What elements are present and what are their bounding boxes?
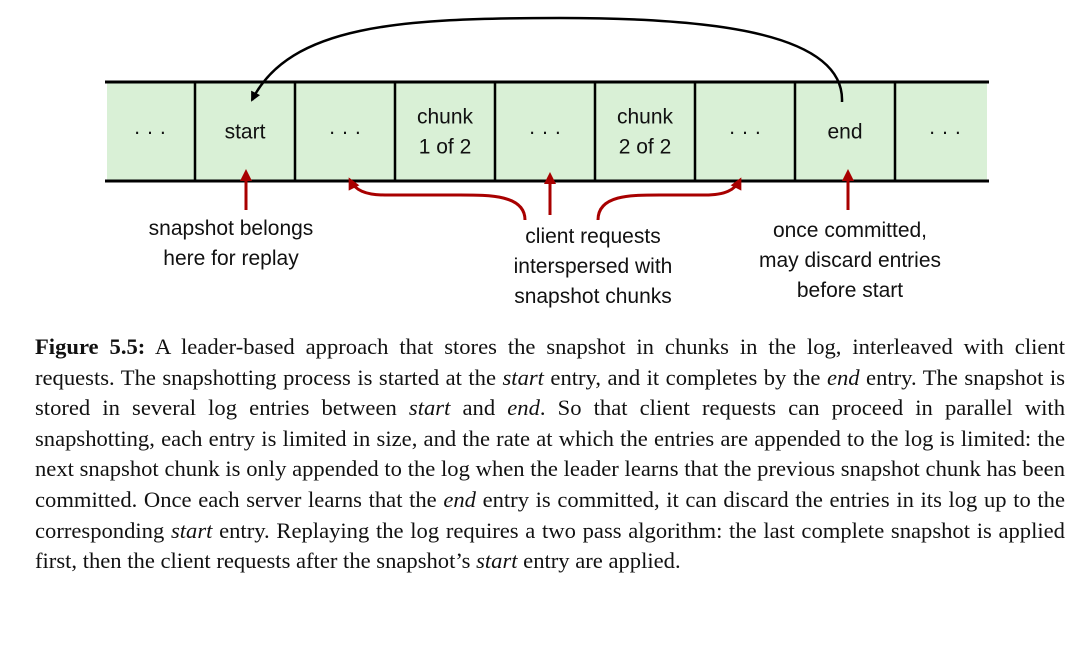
log-entry-label: 1 of 2 bbox=[419, 136, 472, 159]
caption-text: entry is committed, it can discard the e… bbox=[35, 486, 1065, 543]
log-entry: chunk 2 of 2 bbox=[617, 106, 674, 159]
caption-body: A leader-based approach that stores the … bbox=[35, 334, 1065, 573]
replay-arrow bbox=[250, 16, 844, 103]
log-entry-label: · · · bbox=[529, 121, 562, 144]
annotation-right-line: may discard entries bbox=[759, 249, 941, 272]
annotation-middle-line: snapshot chunks bbox=[514, 285, 672, 308]
annotation-right-line: once committed, bbox=[773, 219, 927, 242]
caption-emphasis: end bbox=[507, 395, 540, 421]
caption-text: and bbox=[450, 395, 508, 421]
annotation-middle: client requests interspersed with snapsh… bbox=[514, 225, 673, 308]
caption-emphasis: end bbox=[443, 486, 476, 512]
caption-emphasis: start bbox=[170, 517, 213, 543]
caption-text: A leader-based approach that stores the … bbox=[35, 334, 1065, 390]
log-entry-label: · · · bbox=[329, 121, 362, 144]
annotation-right-line: before start bbox=[797, 279, 903, 302]
log-entry: · · · bbox=[929, 121, 962, 144]
annotation-left-line: snapshot belongs bbox=[149, 217, 314, 240]
log-entry: start bbox=[225, 121, 266, 144]
annotation-middle-line: client requests bbox=[525, 225, 660, 248]
caption-text: entry are applied. bbox=[517, 548, 681, 574]
log-diagram: · · · start · · · chunk 1 of 2 · · · chunk 2 of… bbox=[105, 16, 989, 308]
annotation-left-line: here for replay bbox=[163, 247, 299, 270]
log-entry: · · · bbox=[329, 121, 362, 144]
caption-emphasis: start bbox=[502, 364, 544, 390]
annotation-left: snapshot belongs here for replay bbox=[149, 217, 314, 270]
figure-caption: Figure 5.5: A leader-based approach that… bbox=[35, 332, 1065, 577]
log-entry-label: chunk bbox=[417, 106, 474, 129]
caption-emphasis: start bbox=[476, 548, 518, 574]
caption-label: Figure 5.5: bbox=[35, 334, 146, 359]
log-entry-label: · · · bbox=[134, 121, 167, 144]
log-entry-label: 2 of 2 bbox=[619, 136, 672, 159]
log-cells: · · · start · · · chunk 1 of 2 · · · chunk 2 of… bbox=[107, 82, 987, 181]
arrow-to-right-gap bbox=[596, 177, 742, 221]
caption-text: entry. The snapshot is stored in several… bbox=[35, 364, 1065, 421]
log-entry-label: · · · bbox=[729, 121, 762, 144]
log-entry: · · · bbox=[134, 121, 167, 144]
annotation-middle-line: interspersed with bbox=[514, 255, 673, 278]
caption-text: entry. Replaying the log requires a two … bbox=[35, 517, 1065, 574]
caption-emphasis: start bbox=[408, 395, 451, 421]
log-entry-label: chunk bbox=[617, 106, 674, 129]
log-entry: · · · bbox=[729, 121, 762, 144]
annotation-arrows bbox=[240, 169, 854, 221]
caption-text: entry, and it completes by the bbox=[543, 364, 827, 390]
annotation-right: once committed, may discard entries befo… bbox=[759, 219, 941, 302]
log-entry-label: end bbox=[827, 121, 862, 144]
arrow-to-left-gap bbox=[348, 177, 527, 221]
log-entry-label: · · · bbox=[929, 121, 962, 144]
caption-emphasis: end bbox=[826, 364, 860, 390]
log-entry: chunk 1 of 2 bbox=[417, 106, 474, 159]
log-entry: end bbox=[827, 121, 862, 144]
log-entry-label: start bbox=[225, 121, 266, 144]
caption-text: . So that client requests can proceed in… bbox=[35, 395, 1065, 512]
log-entry: · · · bbox=[529, 121, 562, 144]
